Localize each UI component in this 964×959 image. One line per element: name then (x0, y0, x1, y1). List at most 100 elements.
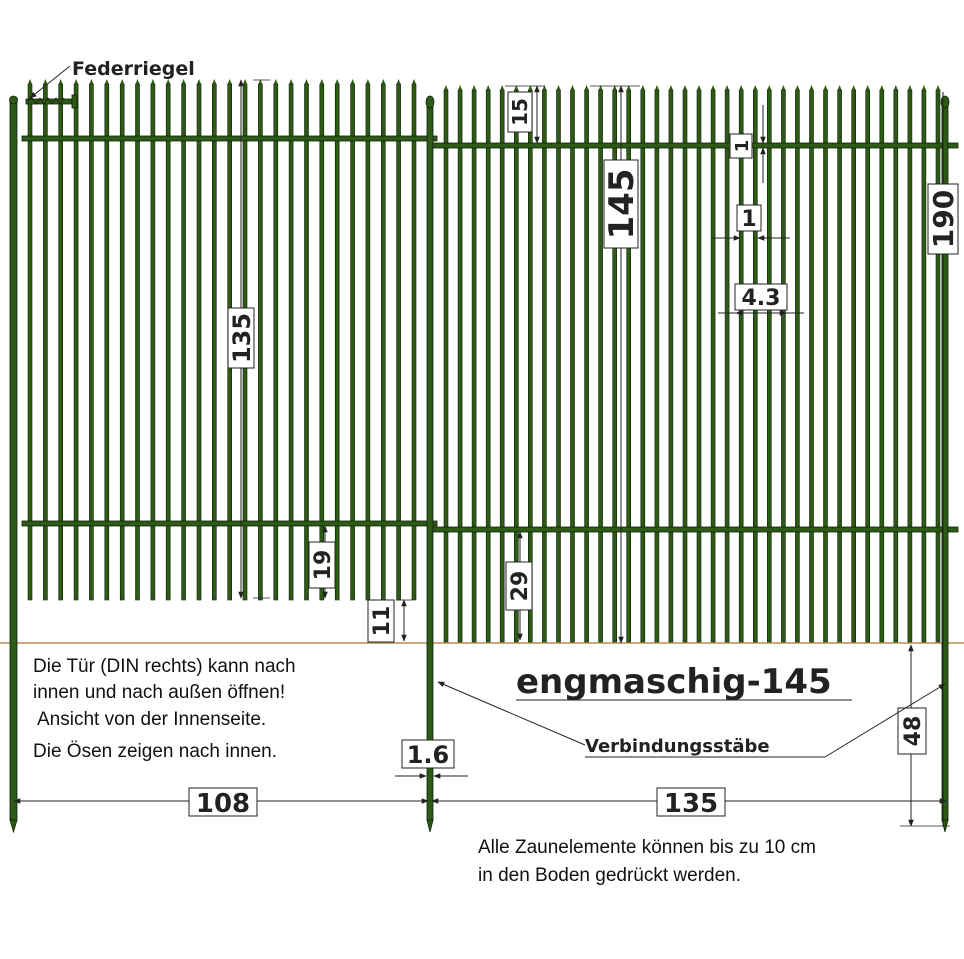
fence-bar-tip (486, 85, 491, 90)
fence-bar-tip (739, 85, 744, 90)
door-bar-tip (212, 79, 217, 84)
door-rails (21, 135, 438, 527)
door-bar-tip (181, 79, 186, 84)
fence-bar-tip (500, 85, 505, 90)
fence-bar-tip (725, 85, 730, 90)
connector-leader-right (824, 683, 946, 758)
fence-bar-tip (936, 85, 940, 90)
fence-bar-tip (865, 85, 870, 90)
door-note-line-4: Die Ösen zeigen nach innen. (33, 741, 277, 762)
fence-bar (795, 89, 800, 643)
fence-bar (809, 89, 814, 643)
fence-bar-tip (668, 85, 673, 90)
fence-bar (668, 89, 674, 643)
fence-bar (879, 89, 885, 643)
dim-door-height-label: 135 (228, 313, 256, 363)
dim-post-height-label: 190 (927, 190, 960, 248)
fence-bar-tip (851, 85, 856, 90)
fence-bar-tip (444, 85, 448, 90)
fence-bar-tip (654, 85, 659, 90)
fence-bar-tip (781, 85, 786, 90)
fence-bar (823, 89, 828, 643)
dim-fence-width: 135 (431, 787, 947, 819)
dim-post-depth-label: 48 (901, 716, 926, 747)
fence-bar (443, 89, 449, 643)
fence-bar-tip (697, 85, 701, 90)
fence-bar (654, 89, 660, 643)
door-bar-tip (243, 79, 247, 84)
fence-bar-tip (795, 85, 800, 90)
fence-bar (837, 89, 842, 643)
door-bar-tip (381, 79, 386, 84)
dim-door-height: 135 (227, 79, 270, 599)
fence-bar-tip (472, 85, 477, 90)
door-bar-tip (150, 79, 155, 84)
fence-bar-tip (711, 85, 716, 90)
fence-bar-tip (458, 85, 463, 90)
fence-bar-tip (584, 85, 589, 90)
dim-fence-bottom-gap-label: 29 (508, 571, 533, 602)
fence-bar-tip (640, 85, 645, 90)
fence-bar (499, 89, 505, 643)
ground-note-line-1: Alle Zaunelemente können bis zu 10 cm (478, 837, 816, 858)
dim-rail-offset-label: 1 (732, 140, 753, 153)
fence-bar (781, 89, 786, 643)
fence-bar (851, 89, 857, 643)
fence-bar (527, 89, 533, 643)
fence-bar-tip (837, 85, 842, 90)
door-bar-tip (304, 79, 309, 84)
fence-bar (724, 89, 730, 643)
dim-fence-height: 145 (590, 85, 642, 644)
fence-bar-tip (907, 85, 912, 90)
fence-bar (696, 89, 702, 643)
fence-bar (682, 89, 688, 643)
dim-door-width-label: 108 (196, 789, 250, 819)
dim-door-bottom-gap: 19 (308, 525, 336, 599)
fence-bar (752, 89, 758, 643)
door-bar-tip (104, 79, 109, 84)
fence-bar-tip (921, 85, 926, 90)
dim-fence-width-label: 135 (664, 789, 718, 819)
fence-bar (766, 89, 772, 643)
fence-bar-tip (542, 85, 547, 90)
door-bar-tip (135, 79, 140, 84)
latch-label: Federriegel (72, 58, 195, 80)
door-bar-tip (365, 79, 370, 84)
door-bar-tip (227, 79, 232, 84)
spring-latch (25, 94, 78, 109)
fence-bar-tip (598, 85, 603, 90)
dim-door-ground-gap-label: 11 (370, 606, 395, 637)
dim-fence-height-label: 145 (602, 169, 642, 240)
dim-bar-spacing: 4.3 (718, 283, 804, 316)
door-note-line-3: Ansicht von der Innenseite. (37, 709, 266, 730)
dim-top-spike: 15 (505, 85, 545, 144)
fence-bar (556, 89, 561, 643)
fence-bar (865, 89, 871, 643)
fence-bar-tip (823, 85, 828, 90)
fence-bar (485, 89, 491, 643)
fence-bar (471, 89, 477, 643)
fence-bar (584, 89, 589, 643)
dim-post-height: 190 (927, 92, 960, 826)
fence-bar (921, 89, 927, 643)
door-bar-tip (412, 79, 416, 84)
fence-bar-tip (809, 85, 814, 90)
left-post (9, 95, 18, 834)
model-title: engmaschig-145 (516, 662, 832, 702)
fence-bar (738, 89, 744, 643)
fence-bar-tip (626, 85, 631, 90)
dim-post-depth: 48 (897, 644, 950, 827)
fence-bar-tip (556, 85, 561, 90)
door-bar-tip (258, 79, 263, 84)
dim-bar-thickness-label: 1 (741, 207, 756, 232)
dim-post-diameter: 1.6 (395, 739, 468, 779)
fence-bar-tip (893, 85, 898, 90)
ground-note-line-2: in den Boden gedrückt werden. (478, 865, 741, 886)
fence-bar (457, 89, 463, 643)
fence-bar (542, 89, 547, 643)
fence-bar (893, 89, 899, 643)
dim-bar-thickness: 1 (712, 204, 790, 241)
door-bar-tip (396, 79, 401, 84)
fence-rails (427, 142, 959, 533)
